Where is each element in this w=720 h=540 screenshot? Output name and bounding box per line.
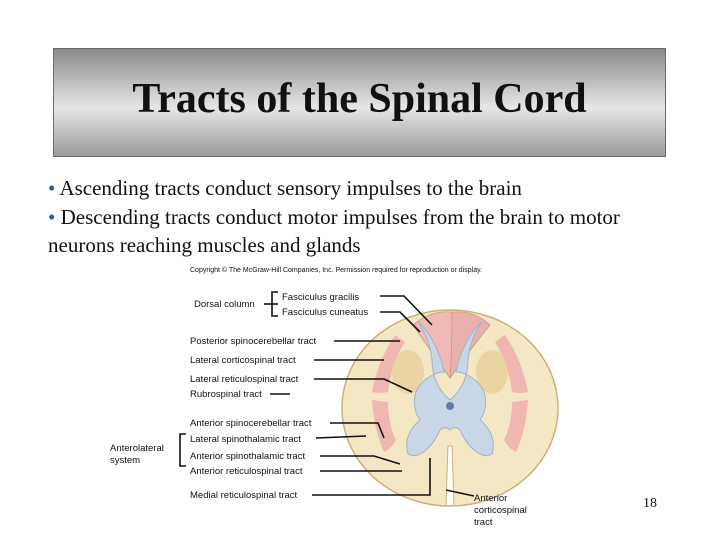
label-fasciculus-cuneatus: Fasciculus cuneatus xyxy=(282,307,369,318)
title-banner: Tracts of the Spinal Cord xyxy=(53,48,666,157)
label-anterolateral-line2: system xyxy=(110,455,141,466)
label-anterior-spinocerebellar: Anterior spinocerebellar tract xyxy=(190,418,312,429)
label-dorsal-column: Dorsal column xyxy=(194,299,255,310)
slide-number: 18 xyxy=(643,496,657,511)
slide-title: Tracts of the Spinal Cord xyxy=(132,76,587,122)
spinal-cord-cross-section xyxy=(341,309,559,507)
copyright-notice: Copyright © The McGraw-Hill Companies, I… xyxy=(190,267,483,274)
label-fasciculus-gracilis: Fasciculus gracilis xyxy=(282,292,360,303)
label-lateral-spinothalamic: Lateral spinothalamic tract xyxy=(190,434,301,445)
label-anterior-spinothalamic: Anterior spinothalamic tract xyxy=(190,451,306,462)
label-posterior-spinocerebellar: Posterior spinocerebellar tract xyxy=(190,336,317,347)
label-lateral-reticulospinal: Lateral reticulospinal tract xyxy=(190,374,299,385)
label-anterior-reticulospinal: Anterior reticulospinal tract xyxy=(190,466,303,477)
bullet-item: • Ascending tracts conduct sensory impul… xyxy=(48,174,688,203)
bullet-dot: • xyxy=(48,176,60,200)
label-anterior-corticospinal-2: corticospinal xyxy=(474,505,527,516)
bullet-item: • Descending tracts conduct motor impuls… xyxy=(48,203,688,260)
bullet-dot: • xyxy=(48,204,61,229)
bullet-text: Descending tracts conduct motor impulses… xyxy=(48,204,620,258)
label-anterior-corticospinal-3: tract xyxy=(474,517,493,528)
leader-lines xyxy=(179,291,475,497)
label-lateral-corticospinal: Lateral corticospinal tract xyxy=(190,355,296,366)
label-rubrospinal: Rubrospinal tract xyxy=(190,389,262,400)
label-anterior-corticospinal-1: Anterior xyxy=(474,493,508,504)
bullet-text: Ascending tracts conduct sensory impulse… xyxy=(59,176,522,200)
label-medial-reticulospinal: Medial reticulospinal tract xyxy=(190,490,298,501)
bullet-list: • Ascending tracts conduct sensory impul… xyxy=(48,174,688,260)
label-anterolateral-line1: Anterolateral xyxy=(110,443,164,454)
